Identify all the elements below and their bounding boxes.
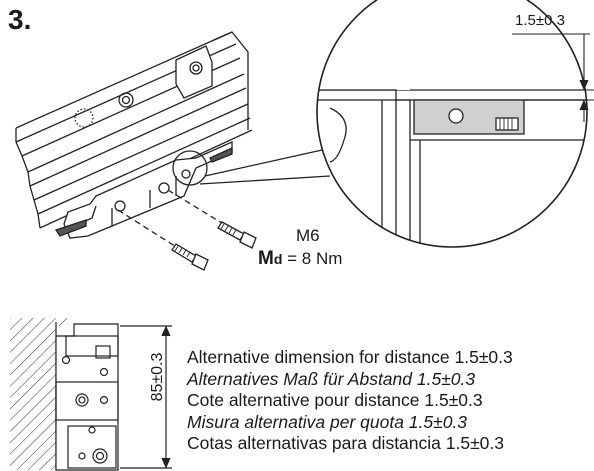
bolt-size-label: M6	[296, 226, 320, 245]
note-de: Alternatives Maß für Abstand 1.5±0.3	[187, 368, 476, 389]
note-fr: Cote alternative pour distance 1.5±0.3	[187, 390, 483, 410]
alternative-dimension-notes: Alternative dimension for distance 1.5±0…	[187, 347, 513, 455]
note-en: Alternative dimension for distance 1.5±0…	[187, 347, 513, 367]
mounting-bolts	[117, 189, 257, 271]
scale-assembly	[15, 31, 331, 239]
note-es: Cotas alternativas para distancia 1.5±0.…	[187, 433, 505, 453]
side-view	[10, 318, 172, 471]
torque-value: = 8 Nm	[287, 249, 343, 268]
detail-magnifier	[316, 0, 594, 248]
note-it: Misura alternativa per quota 1.5±0.3	[187, 411, 468, 432]
gap-tolerance-label: 1.5±0.3	[515, 12, 565, 29]
torque-label: Md = 8 Nm	[258, 248, 342, 270]
torque-subscript: d	[273, 251, 283, 267]
step-number: 3.	[8, 4, 32, 35]
height-dimension-label: 85±0.3	[149, 352, 166, 402]
torque-symbol: M	[258, 248, 274, 269]
